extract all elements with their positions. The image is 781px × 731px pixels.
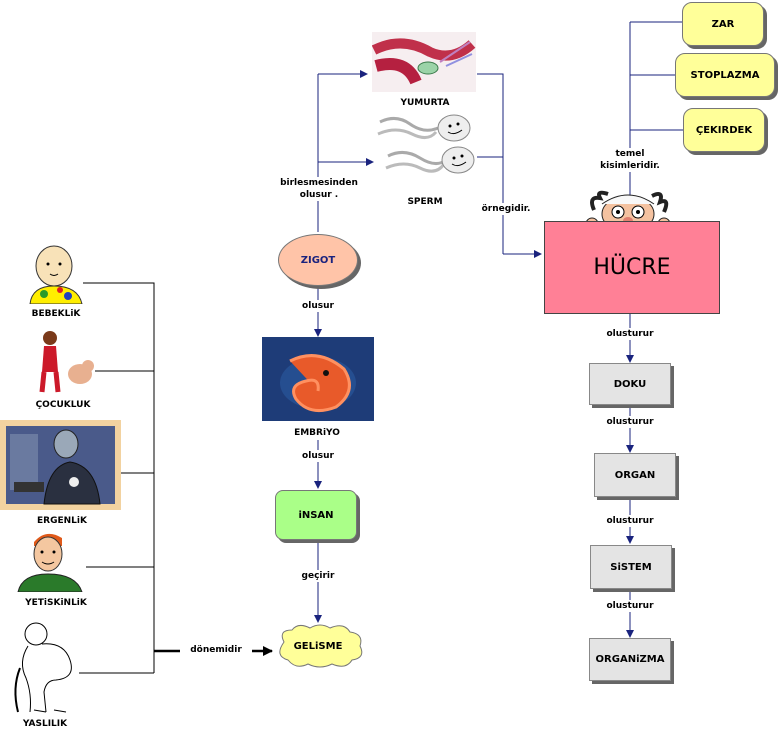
olusturur-label-1: olusturur [596, 328, 664, 340]
hucre-box: HÜCRE [544, 221, 720, 314]
organizma-box: ORGANiZMA [589, 638, 671, 681]
ornegidir-label: örnegidir. [476, 203, 536, 215]
organizma-label: ORGANiZMA [595, 654, 665, 665]
sistem-label: SiSTEM [610, 561, 652, 573]
insan-label: iNSAN [298, 509, 334, 521]
cekirdek-label: ÇEKIRDEK [695, 124, 753, 136]
embryo-picture [262, 337, 374, 421]
baby-picture [29, 245, 83, 304]
hucre-label: HÜCRE [593, 255, 671, 280]
gelisme-label: GELiSME [293, 640, 343, 652]
insan-box: iNSAN [275, 490, 357, 540]
doku-label: DOKU [613, 378, 647, 390]
sperm-picture [377, 114, 475, 174]
zar-box: ZAR [682, 2, 764, 46]
adult-picture [17, 533, 83, 592]
olusturur-label-2: olusturur [596, 416, 664, 428]
stoplazma-label: STOPLAZMA [690, 69, 760, 81]
embriyo-caption: EMBRiYO [284, 427, 350, 439]
olusturur-label-3: olusturur [596, 515, 664, 527]
zigot-label: ZIGOT [300, 254, 336, 266]
bebeklik-caption: BEBEKLiK [14, 308, 98, 320]
ergenlik-caption: ERGENLiK [22, 515, 102, 527]
organ-label: ORGAN [614, 469, 656, 481]
birlesmesinden-text: birlesmesinden [280, 178, 358, 188]
kisimleridir-text: kisimleridir. [600, 161, 660, 171]
organ-box: ORGAN [594, 453, 676, 497]
teen-picture [0, 420, 121, 510]
donemidir-label: dönemidir [180, 644, 252, 656]
olusturur-label-4: olusturur [596, 600, 664, 612]
elderly-picture [14, 622, 72, 713]
zar-label: ZAR [711, 18, 735, 30]
sperm-caption: SPERM [392, 196, 458, 208]
stoplazma-box: STOPLAZMA [675, 53, 775, 97]
zigot-ellipse: ZIGOT [278, 234, 358, 286]
olusur-label-2: olusur [290, 450, 346, 462]
yumurta-caption: YUMURTA [390, 97, 460, 109]
temel-text: temel [615, 149, 645, 159]
cocukluk-caption: ÇOCUKLUK [18, 399, 108, 411]
sistem-box: SiSTEM [590, 545, 672, 589]
cekirdek-box: ÇEKIRDEK [683, 108, 765, 152]
yetiskinlik-caption: YETiSKiNLiK [8, 597, 104, 609]
gelisme-node: GELiSME [272, 626, 364, 666]
child-picture [39, 331, 94, 393]
olusur-dot-text: olusur . [299, 190, 339, 200]
gelisme-cloud [279, 624, 363, 668]
doku-box: DOKU [589, 363, 671, 405]
gecirir-label: geçirir [292, 570, 344, 582]
egg-fertilization-picture [372, 32, 476, 92]
temel-link-label: temel kisimleridir. [596, 148, 664, 172]
yaslilik-caption: YASLILIK [10, 718, 80, 730]
birlesmesinden-label: birlesmesinden olusur . [274, 177, 364, 201]
olusur-label-1: olusur [290, 300, 346, 312]
